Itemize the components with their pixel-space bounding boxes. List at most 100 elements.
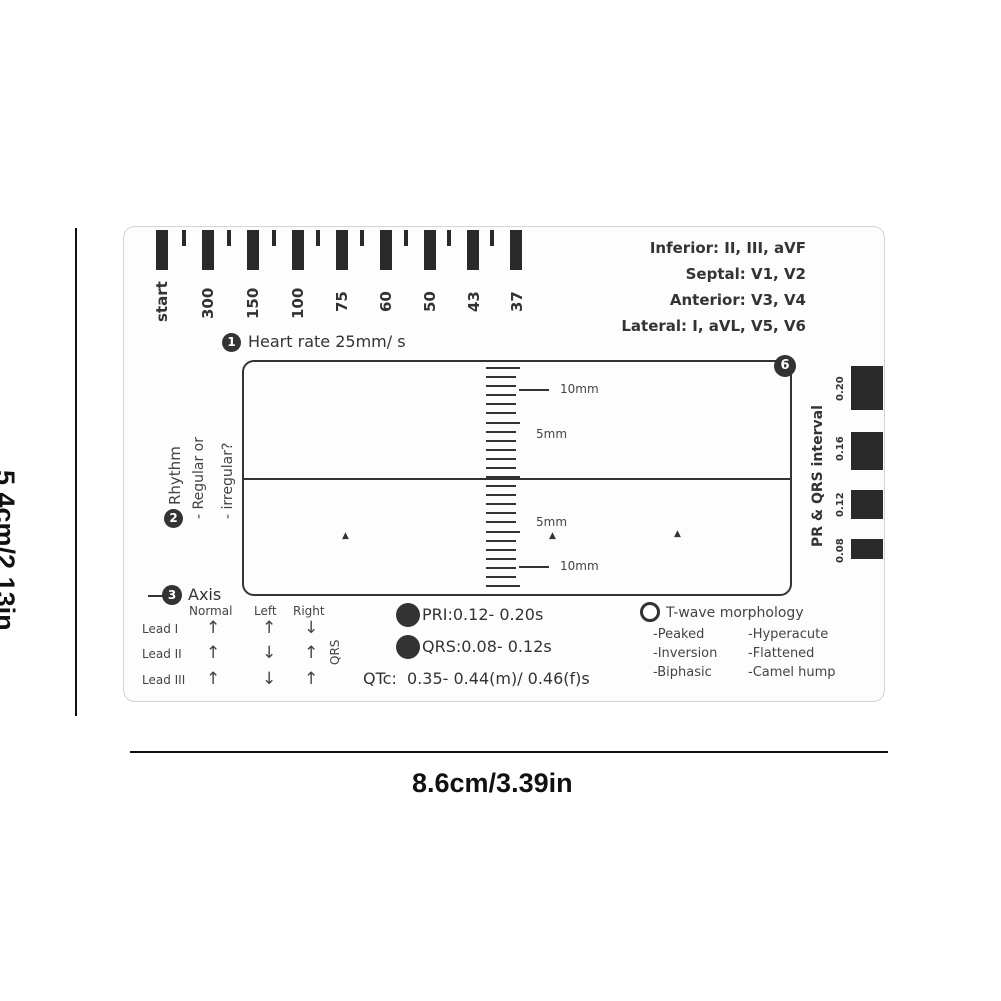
twave-item-camel-hump: -Camel hump — [748, 665, 836, 680]
ecg-grid-box — [242, 360, 792, 596]
arrow-up-icon: ↑ — [206, 618, 221, 638]
mm-ruler-tick — [486, 422, 520, 424]
scale-label-37: 37 — [508, 291, 526, 312]
rhythm-label: Rhythm — [166, 446, 184, 505]
step-3-badge: 3 — [162, 585, 182, 605]
axis-row-lead-2: Lead II — [142, 647, 182, 661]
mm-ruler-tick — [486, 576, 516, 578]
mm-ruler-tick — [486, 549, 516, 551]
mm-ruler-tick — [486, 467, 516, 469]
scale-label-start: start — [153, 281, 171, 322]
height-dimension-label: 5.4cm/2.13in — [0, 470, 20, 631]
pr-value-020: 0.20 — [835, 376, 846, 401]
arrow-down-icon: ↓ — [304, 618, 319, 638]
arrow-up-icon: ↑ — [304, 669, 319, 689]
axis-col-normal: Normal — [189, 604, 233, 618]
mm-ruler-tick — [486, 476, 520, 478]
scale-label-300: 300 — [199, 287, 217, 319]
mm-ruler-tick — [486, 431, 516, 433]
axis-qrs-label: QRS — [328, 639, 342, 665]
step-6-badge: 6 — [774, 355, 796, 377]
mm-ruler-tick — [486, 531, 520, 533]
width-dimension-label: 8.6cm/3.39in — [412, 768, 573, 798]
mm-ruler-tick — [486, 449, 516, 451]
scale-label-150: 150 — [244, 287, 262, 319]
axis-row-lead-1: Lead I — [142, 622, 179, 636]
mm-ruler-tick — [486, 585, 520, 587]
mm-ruler-tick — [486, 503, 516, 505]
height-dimension-line — [75, 228, 77, 716]
twave-item-flattened: -Flattened — [748, 646, 815, 661]
arrow-up-icon: ↑ — [304, 643, 319, 663]
mm-ruler-tick — [486, 376, 516, 378]
mm-ruler-tick — [486, 403, 516, 405]
mm-ruler-tick — [486, 412, 516, 414]
scale-label-60: 60 — [377, 291, 395, 312]
twave-title: T-wave morphology — [666, 605, 804, 621]
twave-item-peaked: -Peaked — [653, 627, 705, 642]
lead-group-inferior: Inferior: II, III, aVF — [649, 239, 806, 257]
arrow-up-icon: ↑ — [262, 618, 277, 638]
marker-triangle-right: ▲ — [674, 529, 681, 539]
pointer-10mm-bottom — [519, 566, 549, 568]
rhythm-question-1: - Regular or — [191, 437, 207, 519]
qtc-label: QTc: 0.35- 0.44(m)/ 0.46(f)s — [363, 669, 590, 688]
mm-ruler-tick — [486, 521, 516, 523]
pr-block-020 — [851, 366, 883, 410]
step-2-badge: 2 — [164, 509, 183, 528]
mm-ruler-tick — [486, 458, 516, 460]
twave-list-right: -Hyperacute -Flattened -Camel hump — [748, 625, 836, 682]
pointer-10mm-top — [519, 389, 549, 391]
lead-group-anterior: Anterior: V3, V4 — [669, 291, 806, 309]
label-10mm-top: 10mm — [560, 382, 599, 396]
marker-triangle-left: ▲ — [342, 531, 349, 541]
mm-ruler-tick — [486, 367, 520, 369]
pr-block-016 — [851, 432, 883, 470]
scale-label-50: 50 — [421, 291, 439, 312]
pr-value-008: 0.08 — [835, 538, 846, 563]
pr-value-012: 0.12 — [835, 492, 846, 517]
pri-label: PRI:0.12- 0.20s — [422, 605, 544, 624]
qrs-bullet — [396, 635, 420, 659]
mm-ruler-tick — [486, 567, 516, 569]
lead-group-septal: Septal: V1, V2 — [685, 265, 806, 283]
heart-rate-label: Heart rate 25mm/ s — [248, 332, 406, 351]
axis-col-right: Right — [293, 604, 325, 618]
twave-item-inversion: -Inversion — [653, 646, 718, 661]
pr-block-008 — [851, 539, 883, 559]
mm-ruler-tick — [486, 540, 516, 542]
ecg-ruler-card: start 300 150 100 75 60 50 43 37 Inferio… — [123, 226, 885, 702]
twave-item-hyperacute: -Hyperacute — [748, 627, 829, 642]
qrs-label: QRS:0.08- 0.12s — [422, 637, 552, 656]
pri-bullet — [396, 603, 420, 627]
rhythm-question-2: - irregular? — [220, 442, 236, 519]
mm-ruler-tick — [486, 485, 516, 487]
arrow-down-icon: ↓ — [262, 643, 277, 663]
mm-ruler-tick — [486, 494, 516, 496]
lead-group-lateral: Lateral: I, aVL, V5, V6 — [621, 317, 806, 335]
mm-ruler-tick — [486, 558, 516, 560]
mm-ruler-tick — [486, 440, 516, 442]
pr-value-016: 0.16 — [835, 436, 846, 461]
mm-ruler-tick — [486, 512, 516, 514]
scale-label-43: 43 — [465, 291, 483, 312]
pr-qrs-title: PR & QRS interval — [810, 405, 826, 547]
width-dimension-line — [130, 751, 888, 753]
scale-label-100: 100 — [289, 287, 307, 319]
grid-baseline — [244, 478, 790, 480]
marker-triangle-center: ▲ — [549, 531, 556, 541]
twave-bullet — [640, 602, 660, 622]
axis-dash — [148, 595, 164, 597]
axis-col-left: Left — [254, 604, 277, 618]
arrow-down-icon: ↓ — [262, 669, 277, 689]
mm-ruler-tick — [486, 394, 516, 396]
twave-list-left: -Peaked -Inversion -Biphasic — [653, 625, 717, 682]
step-1-badge: 1 — [222, 333, 241, 352]
mm-ruler — [484, 367, 524, 587]
label-5mm-bottom: 5mm — [536, 515, 568, 529]
label-10mm-bottom: 10mm — [560, 559, 599, 573]
label-5mm-top: 5mm — [536, 427, 568, 441]
arrow-up-icon: ↑ — [206, 669, 221, 689]
pr-block-012 — [851, 490, 883, 519]
twave-item-biphasic: -Biphasic — [653, 665, 712, 680]
